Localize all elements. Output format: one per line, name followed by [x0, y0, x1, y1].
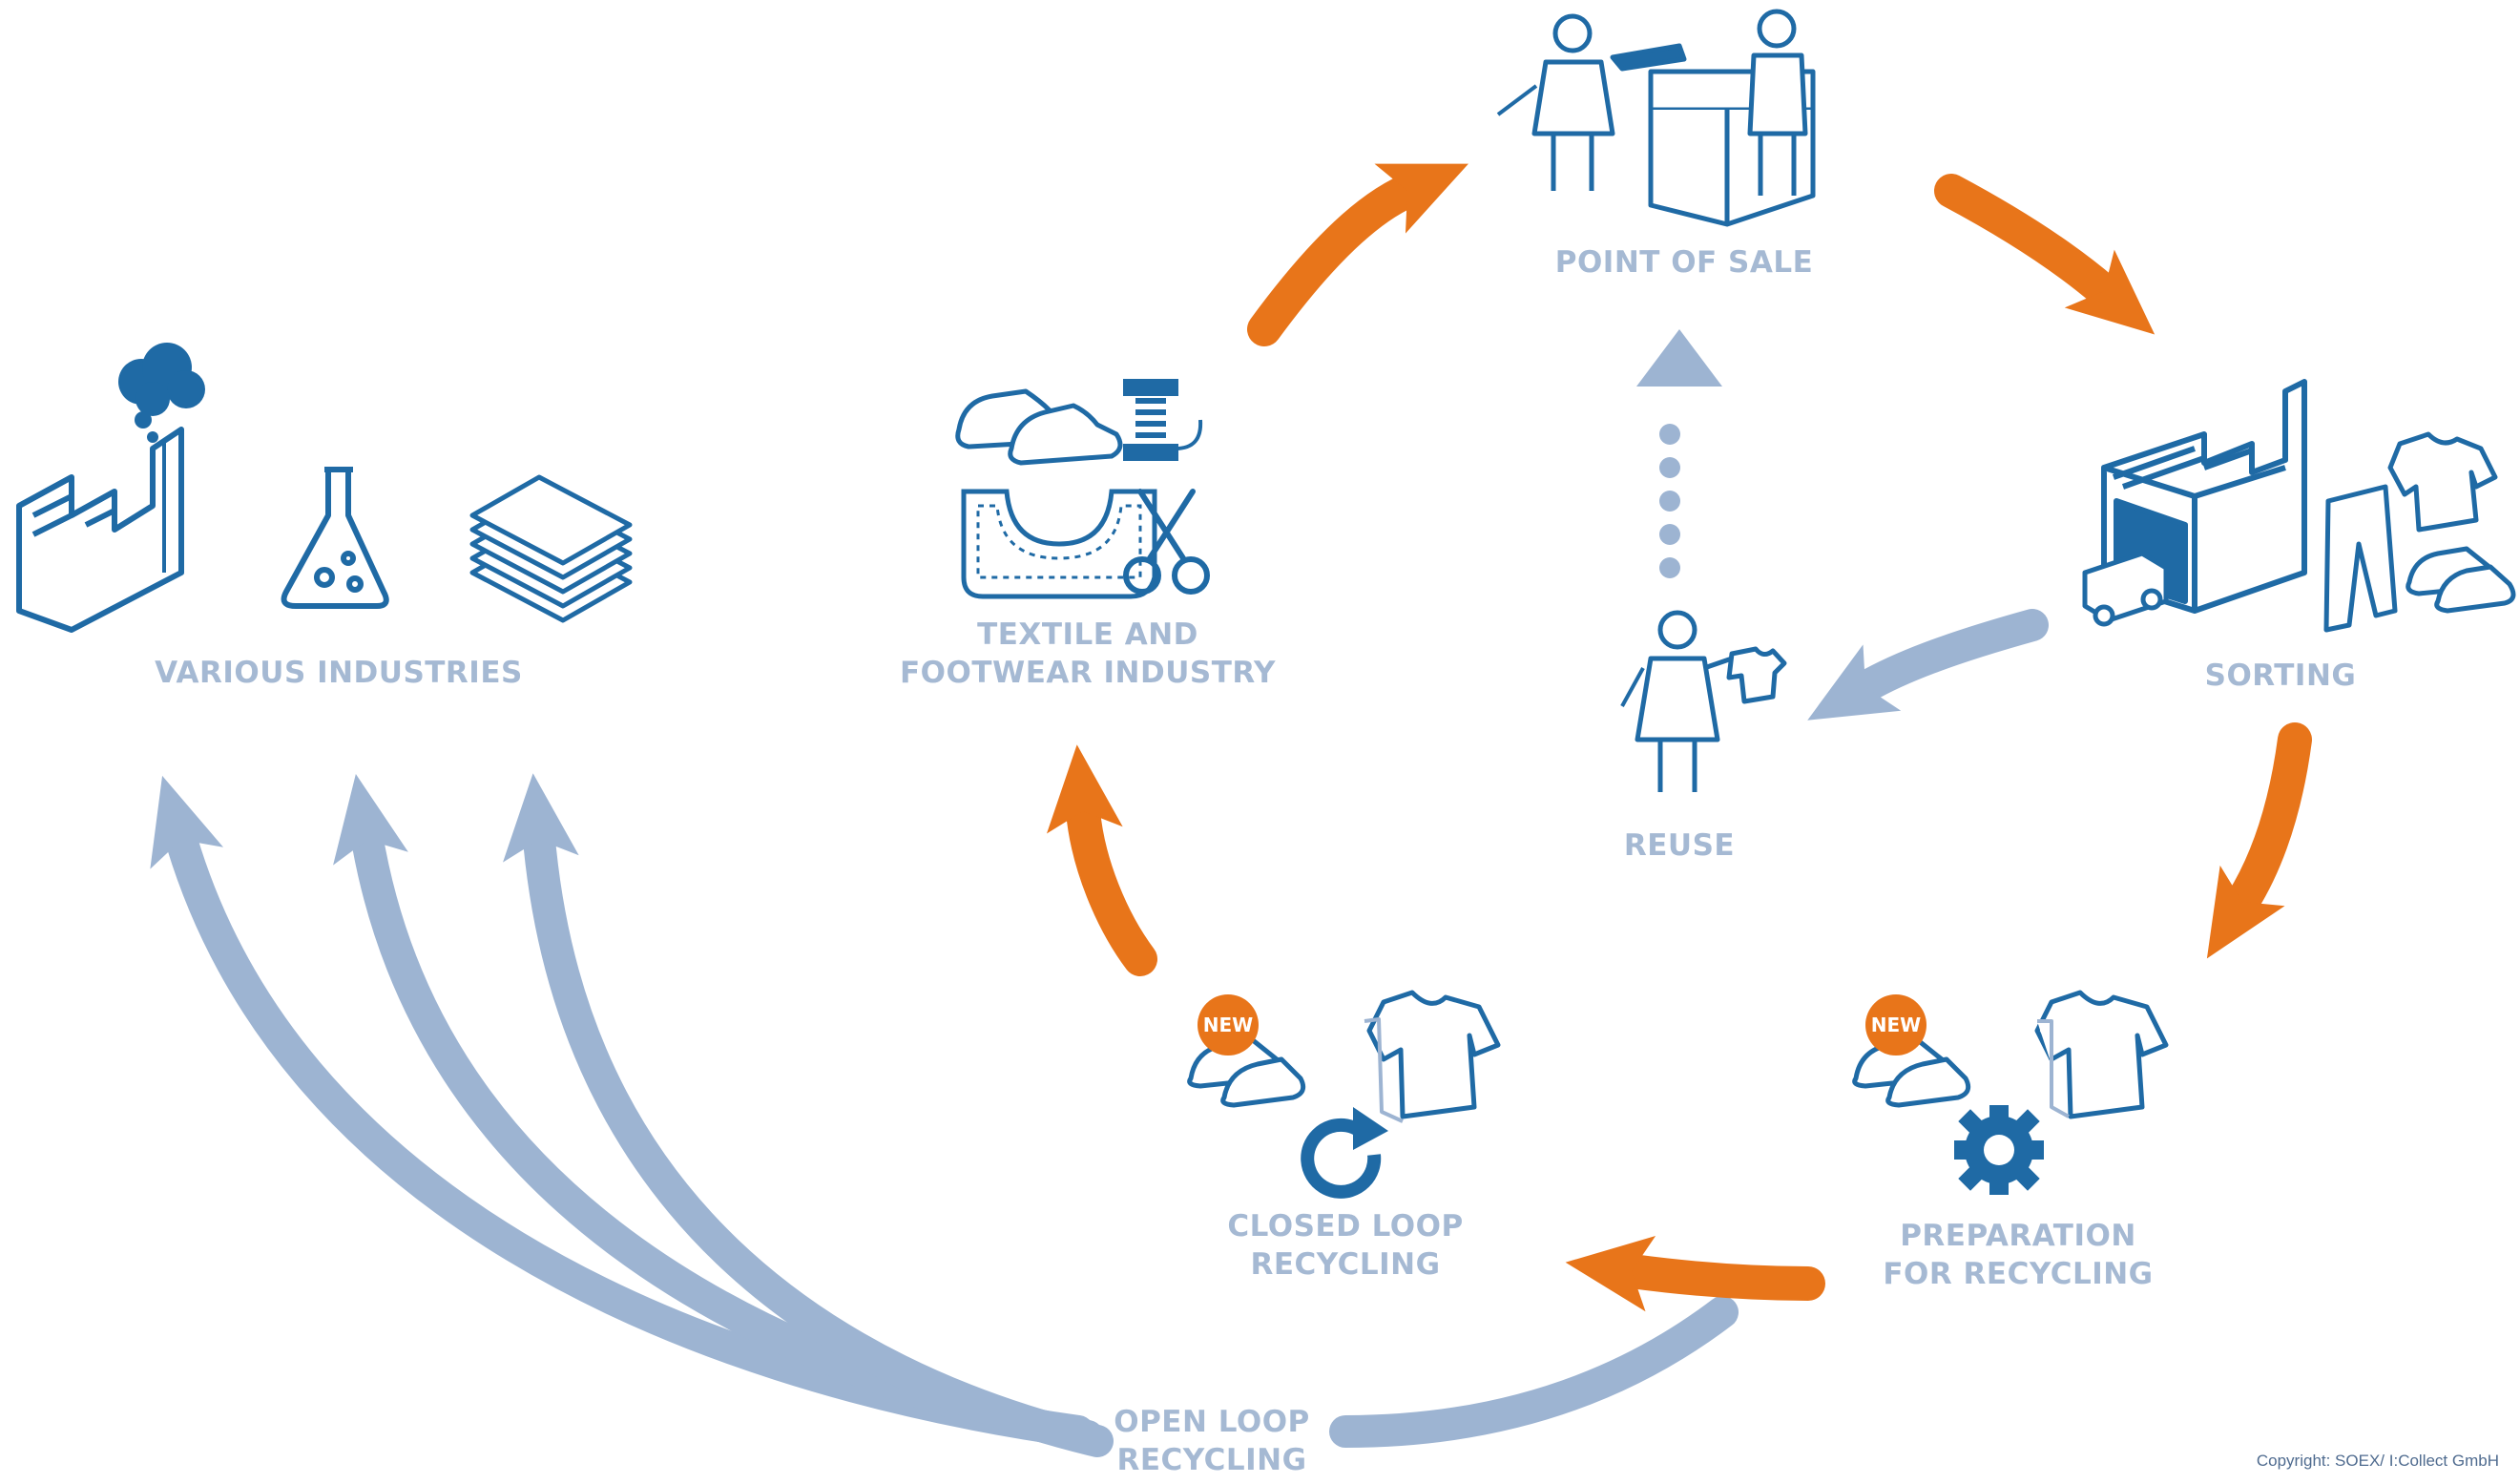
closed-shirt-outline-icon: [1364, 1017, 1404, 1123]
gear-icon: [1954, 1105, 2044, 1195]
label-reuse: REUSE: [1623, 828, 1736, 863]
label-textile-industry: TEXTILE AND FOOTWEAR INDUSTRY: [899, 617, 1277, 690]
label-closed-loop-recycling: CLOSED LOOP RECYCLING: [1227, 1209, 1464, 1282]
scissors-icon: [1123, 489, 1210, 595]
shoes-icon: [955, 388, 1123, 466]
prep-shirt-icon: [2034, 990, 2169, 1119]
arrow-preparation-to-open-loop: [1329, 1296, 1739, 1448]
dotted-arrow-reuse-to-sale: [1636, 329, 1722, 578]
prep-shoes-icon: [1852, 1037, 1971, 1108]
shirt-icon: [2387, 431, 2498, 533]
arrow-open-loop-to-industries-3: [503, 773, 1114, 1457]
prep-shirt-outline-icon: [2037, 1019, 2070, 1118]
new-badge-preparation: NEW: [1865, 994, 1926, 1056]
arrow-closed-loop-to-textile: [1046, 744, 1157, 976]
new-badge-closed-loop: NEW: [1198, 994, 1259, 1056]
label-point-of-sale: POINT OF SALE: [1554, 245, 1814, 280]
shop-counter-icon: [1496, 9, 1816, 227]
arrow-sorting-to-reuse: [1807, 609, 2049, 721]
arrow-preparation-to-closed-loop: [1565, 1235, 1825, 1312]
label-open-loop-recycling: OPEN LOOP RECYCLING: [1114, 1405, 1310, 1477]
main-cycle-arrows: [1046, 163, 2312, 1312]
arrow-textile-to-sale: [1247, 163, 1468, 346]
trousers-icon: [2323, 484, 2398, 633]
fabric-pattern-icon: [961, 489, 1157, 599]
label-various-industries: VARIOUS INDUSTRIES: [155, 656, 523, 690]
thread-spool-icon: [1123, 379, 1203, 461]
closed-shirt-icon: [1366, 990, 1501, 1119]
arrow-sorting-to-preparation: [2206, 722, 2312, 959]
label-sorting: SORTING: [2204, 658, 2357, 693]
arrow-sale-to-sorting: [1934, 174, 2156, 335]
person-with-shirt-icon: [1620, 610, 1787, 792]
copyright-notice: Copyright: SOEX/ I:Collect GmbH: [2256, 1452, 2499, 1470]
smoke-cloud-icon: [118, 343, 205, 443]
factory-icon: [16, 427, 184, 633]
fabric-stack-icon: [469, 474, 633, 623]
label-preparation-for-recycling: PREPARATION FOR RECYCLING: [1883, 1219, 2154, 1291]
flask-icon: [281, 467, 389, 609]
refresh-icon: [1301, 1107, 1388, 1199]
open-loop-arrows: [150, 609, 2049, 1457]
closed-shoes-icon: [1187, 1037, 1306, 1108]
sorting-shoes-icon: [2405, 546, 2516, 614]
truck-icon: [2082, 551, 2169, 627]
